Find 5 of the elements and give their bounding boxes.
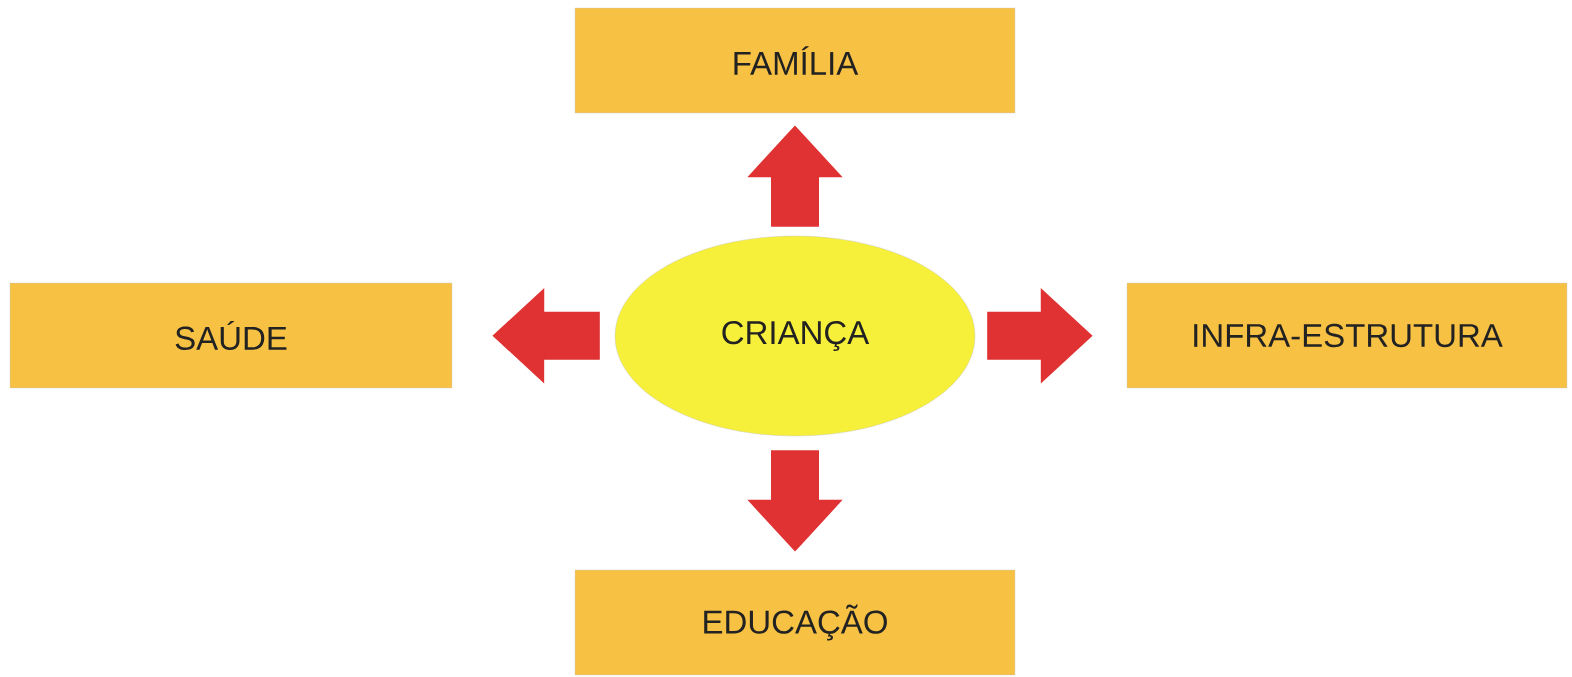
ellipse-node: CRIANÇA xyxy=(614,235,976,437)
category-box: EDUCAÇÃO xyxy=(574,569,1016,676)
category-box: INFRA-ESTRUTURA xyxy=(1126,282,1568,389)
category-box: SAÚDE xyxy=(9,282,453,389)
category-box: FAMÍLIA xyxy=(574,7,1016,114)
